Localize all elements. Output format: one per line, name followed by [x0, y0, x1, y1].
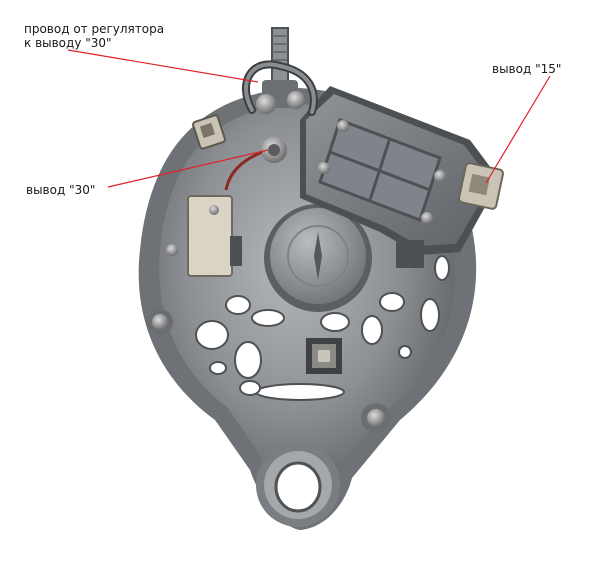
label-terminal-30: вывод "30"	[26, 183, 96, 197]
terminal-30-stud	[256, 27, 305, 163]
terminal-15-connector	[458, 162, 504, 210]
label-regulator-wire-line1: провод от регулятора	[24, 22, 165, 36]
bearing-cap	[264, 204, 372, 312]
ventilation-holes	[195, 255, 450, 401]
leader-line-terminal-15	[485, 75, 551, 184]
leader-lines	[67, 49, 551, 188]
regulator-wire	[242, 60, 318, 116]
mounting-lug	[256, 443, 340, 527]
label-regulator-wire-line2: к выводу "30"	[24, 36, 112, 50]
suppression-capacitor	[187, 195, 424, 277]
leader-line-terminal-30	[107, 149, 269, 188]
label-terminal-15: вывод "15"	[492, 62, 562, 76]
voltage-regulator	[300, 86, 500, 255]
left-connector	[192, 114, 226, 150]
brush-holder-screw	[306, 338, 342, 374]
leader-line-regulator-wire	[67, 49, 259, 83]
label-regulator-wire: провод от регулятора к выводу "30"	[24, 22, 164, 50]
red-wire	[224, 150, 263, 191]
housing-bolts	[147, 205, 391, 433]
